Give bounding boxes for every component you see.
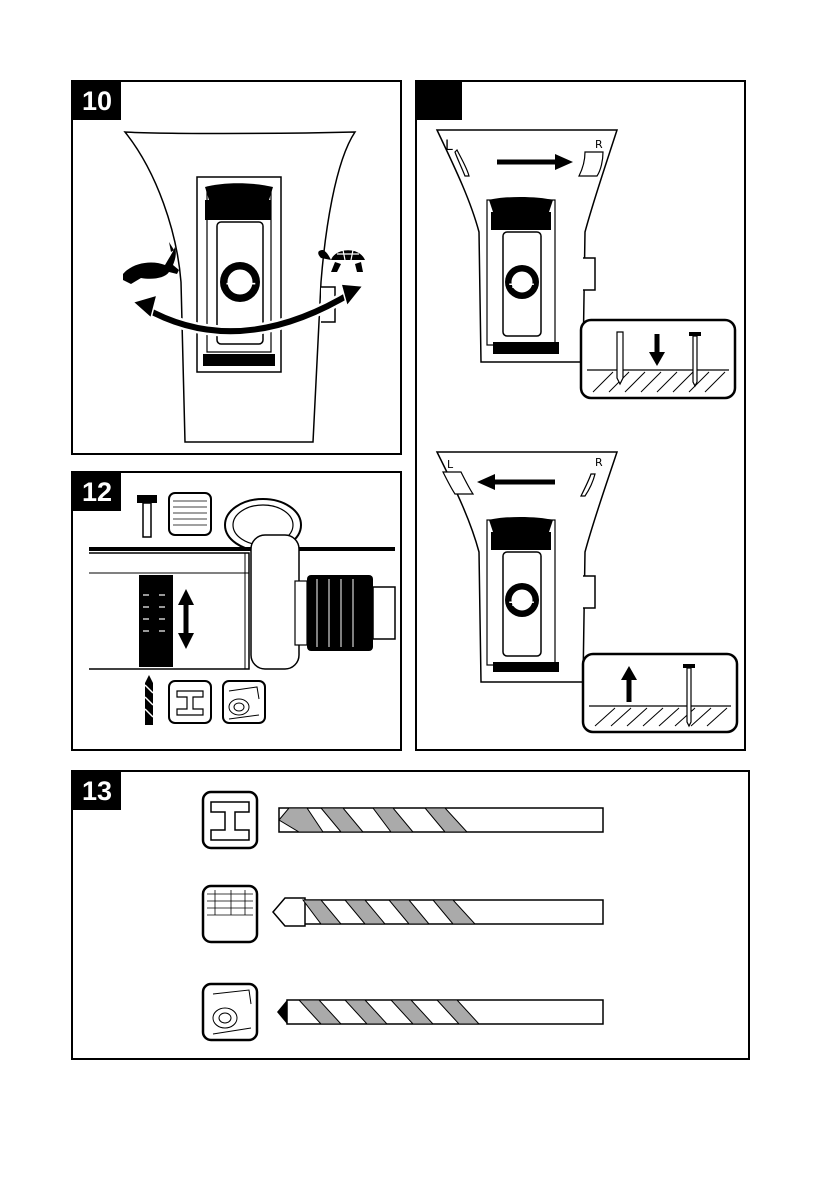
svg-text:+: +: [508, 595, 518, 609]
svg-text:R: R: [595, 456, 603, 469]
forward-rotation-view: L R + −: [437, 130, 735, 398]
drill-handle-illustration: + −: [73, 82, 404, 457]
brick-icon: [169, 493, 211, 535]
drill-bit-icon: [145, 675, 153, 725]
masonry-drill-bit: [273, 898, 603, 926]
hammer-icon: [137, 495, 157, 537]
wood-icon: [223, 681, 265, 723]
mode-selector-illustration: [73, 473, 404, 753]
figure-13-drill-bits: 13: [71, 770, 750, 1060]
figure-11-direction-switch: L R + −: [415, 80, 746, 751]
reverse-rotation-view: L R + −: [437, 452, 737, 732]
steel-beam-icon: [203, 792, 257, 848]
drill-bits-illustration: [73, 772, 752, 1062]
svg-text:−: −: [525, 595, 535, 609]
speed-dial-icon: + −: [220, 262, 260, 302]
direction-illustration: L R + −: [417, 82, 748, 753]
figure-12-mode-selector: 12: [71, 471, 402, 751]
svg-text:−: −: [525, 277, 535, 291]
steel-beam-icon: [169, 681, 211, 723]
wood-drill-bit: [277, 1000, 603, 1024]
svg-text:L: L: [447, 458, 454, 471]
tortoise-icon: [318, 250, 365, 272]
dial-minus-label: −: [245, 276, 257, 292]
dial-plus-label: +: [225, 276, 237, 292]
drill-bit-icon: [617, 332, 623, 384]
svg-text:+: +: [508, 277, 518, 291]
metal-drill-bit: [279, 808, 603, 832]
brick-icon: [203, 886, 257, 942]
left-label: L: [445, 138, 453, 154]
figure-10-speed-control: 10 + −: [71, 80, 402, 455]
right-label: R: [595, 138, 603, 151]
hare-icon: [123, 242, 179, 284]
wood-icon: [203, 984, 257, 1040]
